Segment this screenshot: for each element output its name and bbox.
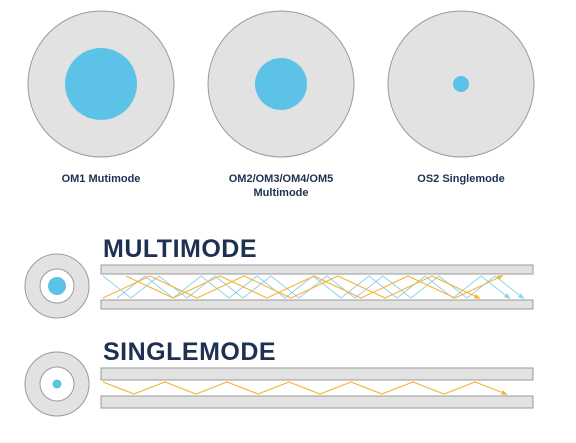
om2-om5-label-line2: Multimode [253,187,309,199]
multimode-bottom-wall [100,299,534,310]
multimode-channel [100,264,534,310]
multimode-cross-section [24,253,90,319]
mm-ray-blue-2-arrowhead [504,293,511,300]
singlemode-channel [100,367,534,409]
fiber-cross-section-om1 [27,10,175,158]
singlemode-light-ray [102,381,508,395]
singlemode-cross-section [24,351,90,417]
multimode-light-rays [102,275,525,300]
om2-om5-label: OM2/OM3/OM4/OM5 Multimode [201,172,361,200]
mm-ray-blue-1-arrowhead [518,293,525,300]
os2-core [453,76,469,92]
fiber-cross-section-os2 [387,10,535,158]
sm-ray-orange [102,381,507,395]
singlemode-title: SINGLEMODE [103,338,277,366]
multimode-top-wall [100,264,534,275]
singlemode-top-wall [100,367,534,381]
om1-label: OM1 Mutimode [61,173,141,185]
mm-ray-orange-1 [102,275,480,299]
fiber-cross-section-om2-om5 [207,10,355,158]
os2-label: OS2 Singlemode [417,173,505,185]
om2-om5-core [255,58,307,110]
mm-ray-orange-1-arrowhead [474,293,481,299]
singlemode-bottom-wall [100,395,534,409]
multimode-core [48,277,66,295]
mm-ray-orange-2-arrowhead [497,275,504,281]
singlemode-core [52,379,62,389]
om1-core [65,48,137,120]
multimode-title: MULTIMODE [103,235,258,263]
sm-ray-orange-arrowhead [501,390,508,395]
mm-ray-orange-2 [125,275,503,299]
om2-om5-label-line1: OM2/OM3/OM4/OM5 [228,173,334,185]
